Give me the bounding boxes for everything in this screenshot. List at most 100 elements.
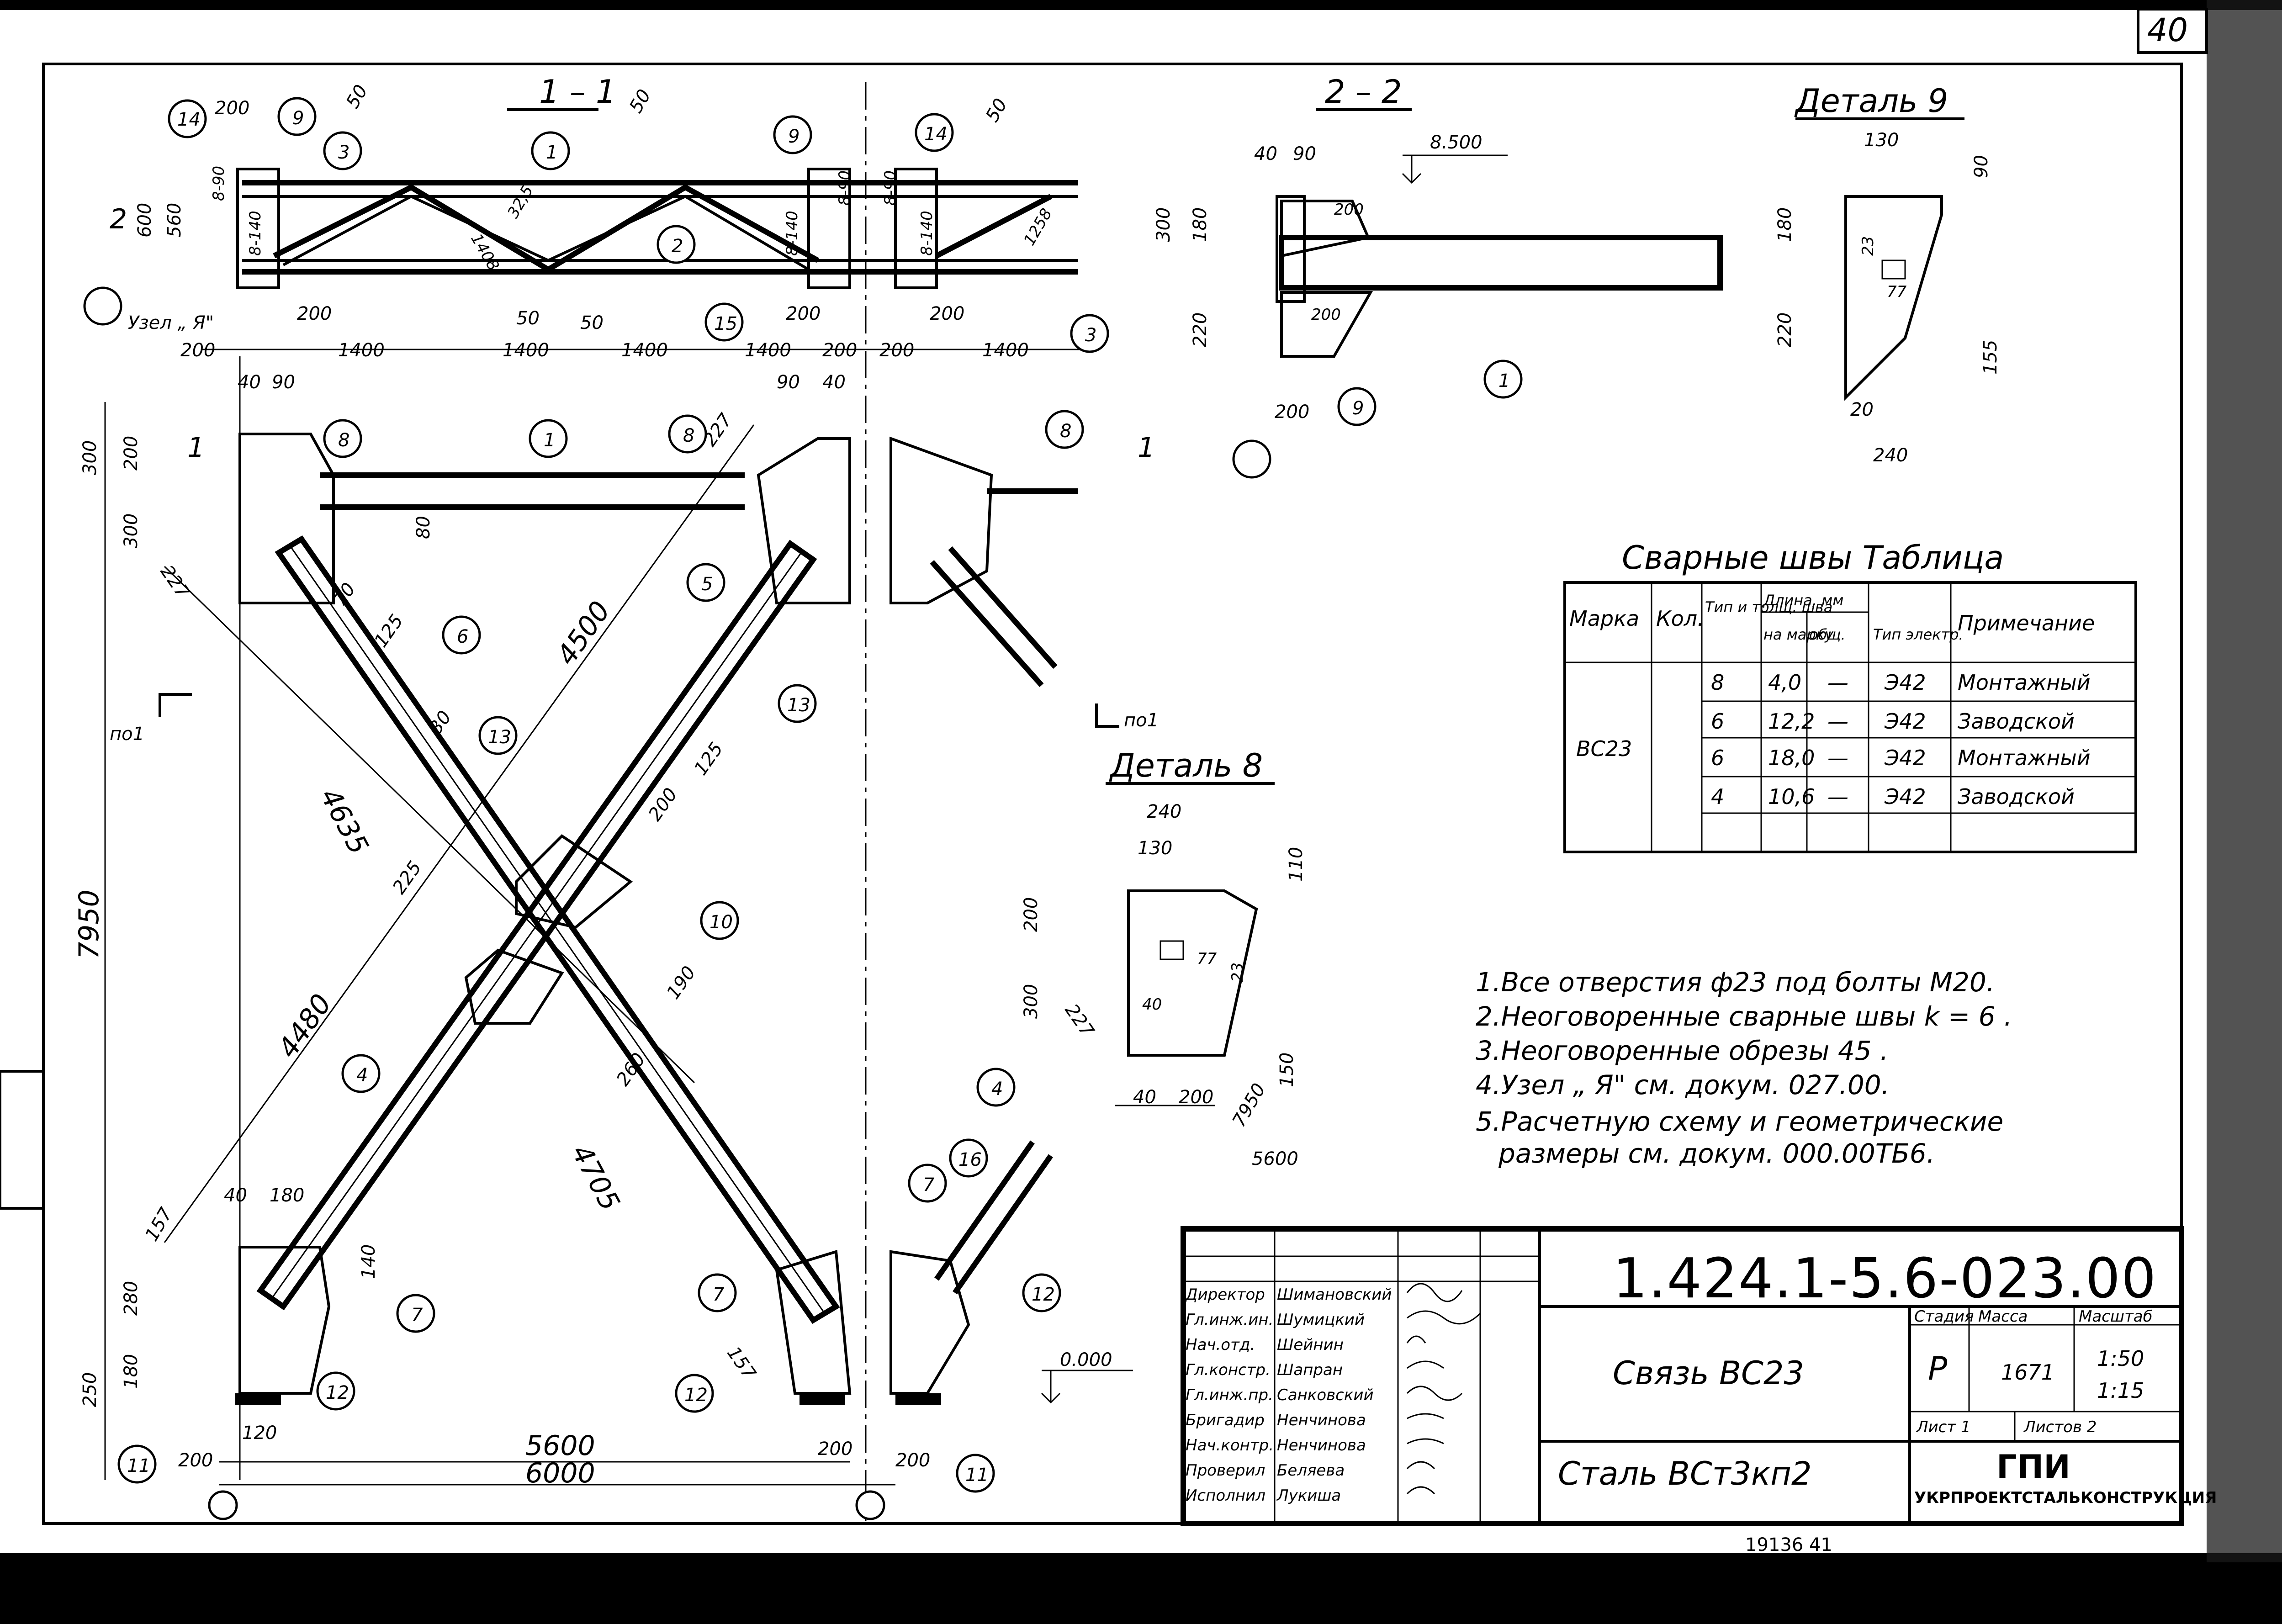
right-edge-shadow [2207,0,2282,1562]
mark-9-a: 9 [292,108,304,129]
sheet-number: 40 [2147,11,2188,49]
plate-detail-9 [1844,195,1943,401]
base-plate-mid [799,1393,845,1405]
svg-text:—: — [1827,784,1848,809]
dim-227-8: 227 [1061,1000,1098,1041]
mark-9-b: 9 [788,126,799,147]
col-prim: Примечание [1958,611,2095,635]
cut2-label: 2 [110,203,127,235]
beam-2-2 [1279,235,1723,291]
col-marka: Марка [1569,606,1639,631]
note-2: 2.Неоговоренные сварные швы k = 6 . [1476,1001,2012,1032]
dim-300-8: 300 [1021,984,1042,1019]
mark-16: 16 [958,1149,982,1170]
mass-label: Масса [1978,1307,2028,1326]
mark-13-a: 13 [787,695,810,716]
detail-9: Деталь 9 130 90 180 220 23 77 155 20 240 [1774,82,2001,466]
sheets-label: Листов 2 [2023,1418,2097,1436]
dim-6000: 6000 [525,1457,595,1489]
dim-140: 140 [358,1244,379,1279]
bottom-edge-shadow [0,1553,2282,1624]
col-tip: Тип и толщ. шва [1705,598,1832,616]
svg-text:Проверил: Проверил [1186,1461,1265,1480]
dim-30: 30 [425,707,456,738]
dim-157: 157 [141,1204,177,1245]
dim-200: 200 [215,98,249,119]
mark-1-a: 1 [546,142,557,163]
diagonal-a [275,535,840,1324]
svg-text:Гл.инж.пр.: Гл.инж.пр. [1186,1386,1273,1404]
svg-text:Санковский: Санковский [1277,1386,1374,1404]
section-1-1: 1 – 1 2 200 200 1400 1400 1400 1400 200 … [110,73,1087,1521]
dim-325: 32,5 [504,182,537,222]
elev-8500: 8.500 [1430,132,1483,153]
mark-1-c: 1 [1498,370,1510,391]
dim-260: 260 [613,1049,650,1090]
mark-8-b: 8 [683,425,694,446]
dim-300-top2: 300 [121,513,142,548]
dim-180-b: 180 [270,1185,304,1206]
gusset-top-mid [757,437,851,604]
dim-225: 225 [389,857,426,898]
col-obsh: общ. [1809,626,1846,643]
dim-200-gusset-3: 200 [930,303,964,324]
dim-40-22: 40 [1254,143,1277,164]
gusset-bottom-right [890,1250,970,1395]
svg-text:—: — [1827,670,1848,695]
mark-11-b: 11 [965,1465,989,1486]
plate-detail-8 [1127,889,1258,1057]
dim-280: 280 [121,1281,142,1316]
svg-text:Э42: Э42 [1884,746,1926,770]
dim-20-9: 20 [1850,399,1874,420]
dim-180: 180 [121,1354,142,1389]
title-block: 1.424.1-5.6-023.00 Связь ВС23 Сталь ВСт3… [1181,1226,2217,1526]
sheet-number-box [2137,8,2208,54]
svg-text:8: 8 [1711,670,1724,695]
gusset-right [894,168,938,289]
svg-text:Гл.инж.ин.: Гл.инж.ин. [1186,1311,1273,1329]
dim-4635: 4635 [314,783,375,860]
mass-value: 1671 [2001,1360,2054,1385]
col-kol: Кол. [1656,606,1704,631]
weld-mark: ВС23 [1576,736,1632,761]
dim-5600: 5600 [525,1430,595,1462]
stage-value: Р [1928,1350,1948,1387]
dim-200-base: 200 [178,1450,213,1471]
svg-text:—: — [1827,709,1848,734]
dim-23-8: 23 [1228,963,1247,982]
right-segment [895,180,1074,275]
weld-8-90-3: 8-90 [881,170,900,206]
dim-130-8: 130 [1138,838,1172,859]
dim-40-t: 40 [238,372,261,393]
svg-text:Монтажный: Монтажный [1958,670,2091,695]
mark-11-a: 11 [127,1455,150,1476]
col-dlina: Длина, мм [1763,592,1843,609]
plate-2-2 [1276,195,1306,303]
dim-190: 190 [663,963,700,1003]
dim-77-8: 77 [1197,950,1217,968]
detail-8-title: Деталь 8 [1109,747,1263,784]
dim-1400-5: 1400 [982,340,1029,361]
base-plate-left [235,1393,281,1405]
dim-40-b: 40 [224,1185,247,1206]
dim-600: 600 [134,203,155,238]
stage-label: Стадия [1914,1307,1974,1326]
cut1-right: 1 [1138,432,1155,464]
mark-4-a: 4 [356,1065,368,1086]
lattice-diagonals-inner [282,195,810,271]
uzel-label: Узел „ Я" [128,312,214,333]
note-3: 3.Неоговоренные обрезы 45 . [1476,1035,1889,1066]
org-name-1: ГПИ [1996,1448,2070,1486]
svg-text:Э42: Э42 [1884,670,1926,695]
section-1-1-title: 1 – 1 [539,73,616,111]
mark-7-c: 7 [713,1284,725,1305]
dim-220-22: 220 [1190,312,1211,347]
mark-13-b: 13 [488,727,511,748]
weld-8-90: 8-90 [210,166,228,201]
svg-text:6: 6 [1711,746,1724,770]
dim-77-9: 77 [1887,283,1907,301]
sheet-frame [42,63,2183,1525]
cut1-left: 1 [187,432,205,464]
mark-7-a: 7 [923,1174,935,1196]
